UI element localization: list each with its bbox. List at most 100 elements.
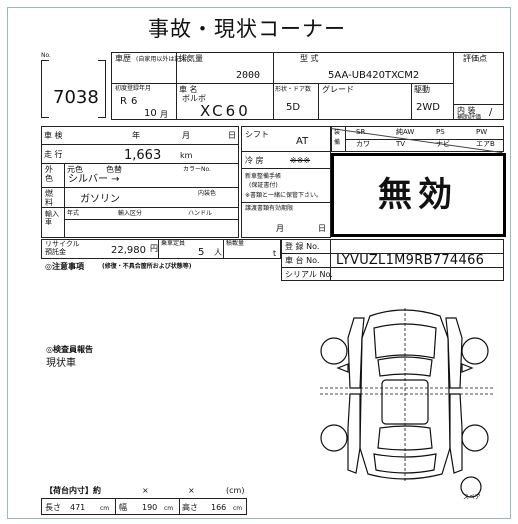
width-label: 幅	[119, 503, 127, 512]
import-year-label: 年式	[67, 210, 80, 217]
repaint-label: 色替	[106, 165, 122, 174]
capacity-value: 5	[198, 247, 205, 258]
color-value: シルバー →	[68, 174, 120, 185]
chassis-number: LYVUZL1M9RB774466	[336, 253, 485, 268]
result-value: 無効	[378, 175, 458, 215]
recycle-value: 22,980	[111, 245, 146, 256]
grade-label: グレード	[322, 85, 354, 94]
width-unit: cm	[164, 505, 174, 512]
equipment-item: SR	[356, 128, 366, 136]
chassis-label: 車 台 No.	[285, 256, 320, 265]
car-name: XC60	[200, 102, 251, 120]
displacement-label: 排気量	[179, 54, 203, 63]
length-label: 長さ	[45, 503, 61, 512]
drive-label: 駆動	[414, 85, 430, 94]
car-damage-diagram	[320, 308, 494, 498]
ac-value: ※※※	[290, 156, 311, 165]
displacement-value: 2000	[236, 70, 261, 81]
wheel-front-left	[320, 337, 348, 365]
equipment-item: PS	[436, 128, 445, 136]
review-label: 評価点	[463, 54, 487, 63]
inspection-year: 年	[132, 131, 140, 140]
maker-value: ボルボ	[182, 94, 206, 103]
inspection-month: 月	[182, 131, 190, 140]
color-code-label: カラーNo.	[183, 166, 211, 173]
height-value: 166	[211, 503, 227, 512]
fuel-value: ガソリン	[80, 194, 120, 205]
first-reg-era: R	[120, 96, 127, 107]
first-reg-year: 6	[131, 96, 138, 107]
notes-label: ◎注意事項	[45, 262, 84, 271]
name-label: 車 名	[179, 85, 198, 94]
model-code: 5AA-UB420TXCM2	[328, 70, 420, 81]
shift-label: シフト	[245, 130, 269, 139]
car-body	[359, 309, 451, 480]
shift-grid	[241, 126, 331, 238]
interior-label: 内 装	[457, 106, 476, 115]
lot-number: 7038	[53, 87, 99, 108]
recycle-label-1: リサイクル	[45, 240, 80, 248]
lot-bracket-left	[41, 60, 49, 118]
doors-value: 5D	[286, 102, 301, 113]
sheet-title: 事故・現状コーナー	[148, 17, 346, 41]
cargo-dimension-grid	[41, 498, 247, 515]
shift-value: AT	[296, 136, 309, 147]
equipment-item: TV	[396, 140, 406, 148]
inspection-grid	[41, 126, 239, 238]
wheel-front-right	[461, 337, 489, 365]
inspector-label: ◎検査員報告	[46, 345, 93, 354]
new-car-sub: (保証書付)	[249, 182, 278, 189]
serial-label: シリアル No.	[285, 270, 333, 279]
color-label-2: 色	[45, 174, 53, 183]
registration-grid	[281, 239, 504, 281]
fuel-label-1: 燃	[45, 189, 53, 198]
lot-bracket-right	[98, 60, 106, 118]
first-reg-month: 10	[144, 108, 157, 119]
equipment-item: ナビ	[436, 140, 450, 148]
drive-value: 2WD	[416, 102, 440, 113]
cargo-label: 【荷台内寸】約	[45, 486, 101, 495]
first-reg-label: 初度登録年月	[115, 85, 152, 92]
original-color-label: 元色	[67, 165, 83, 174]
new-car-note: ※書類と一緒に保管下さい。	[245, 192, 323, 199]
mileage-label: 走 行	[44, 150, 63, 159]
auction-sheet: 事故・現状コーナー No. 7038 車歴 (自家用以外は記入) 排気量 200…	[7, 7, 511, 519]
import-label: 輸入車	[45, 210, 59, 226]
cargo-unit: (cm)	[226, 486, 245, 495]
interior-sub-label: 補助評価	[457, 114, 482, 121]
result-box	[331, 153, 506, 237]
vehicle-grid	[111, 52, 504, 120]
equipment-label: 装備	[334, 129, 341, 146]
equipment-item: カワ	[356, 140, 370, 148]
notes-sub-label: (修復・不具合箇所および状態等)	[102, 263, 192, 270]
expiry-month: 月	[276, 224, 284, 233]
height-unit: cm	[233, 505, 243, 512]
expiry-label: 譲渡書類有効期限	[245, 205, 294, 212]
equipment-row-1: SR 純AW PS PW	[348, 129, 503, 139]
load-unit: t	[273, 249, 277, 258]
spare-tire-icon	[460, 476, 482, 498]
equipment-item: PW	[476, 128, 488, 136]
mileage-unit: km	[180, 151, 193, 160]
model-label: 型 式	[300, 54, 319, 63]
wheel-rear-left	[320, 424, 348, 452]
ac-label: 冷 房	[245, 156, 264, 165]
cargo-x2: ×	[188, 486, 195, 495]
expiry-day: 日	[318, 224, 326, 233]
registration-label: 登 録 No.	[285, 242, 320, 251]
equipment-item: 純AW	[396, 128, 415, 136]
capacity-unit: 人	[214, 248, 222, 257]
length-unit: cm	[100, 505, 110, 512]
doors-label: 形状・ドア数	[275, 86, 312, 93]
recycle-label-2: 預託金	[45, 248, 66, 256]
recycle-unit: 円	[150, 244, 158, 253]
height-label: 高さ	[182, 503, 198, 512]
wheel-rear-right	[461, 424, 489, 452]
spare-label: スペア	[463, 494, 481, 501]
inspection-label: 車 検	[44, 131, 63, 140]
cargo-x1: ×	[142, 486, 149, 495]
body-label: 車歴	[115, 54, 131, 63]
interior-color-label: 内装色	[198, 190, 217, 197]
import-type-label: 輸入区分	[118, 210, 143, 217]
